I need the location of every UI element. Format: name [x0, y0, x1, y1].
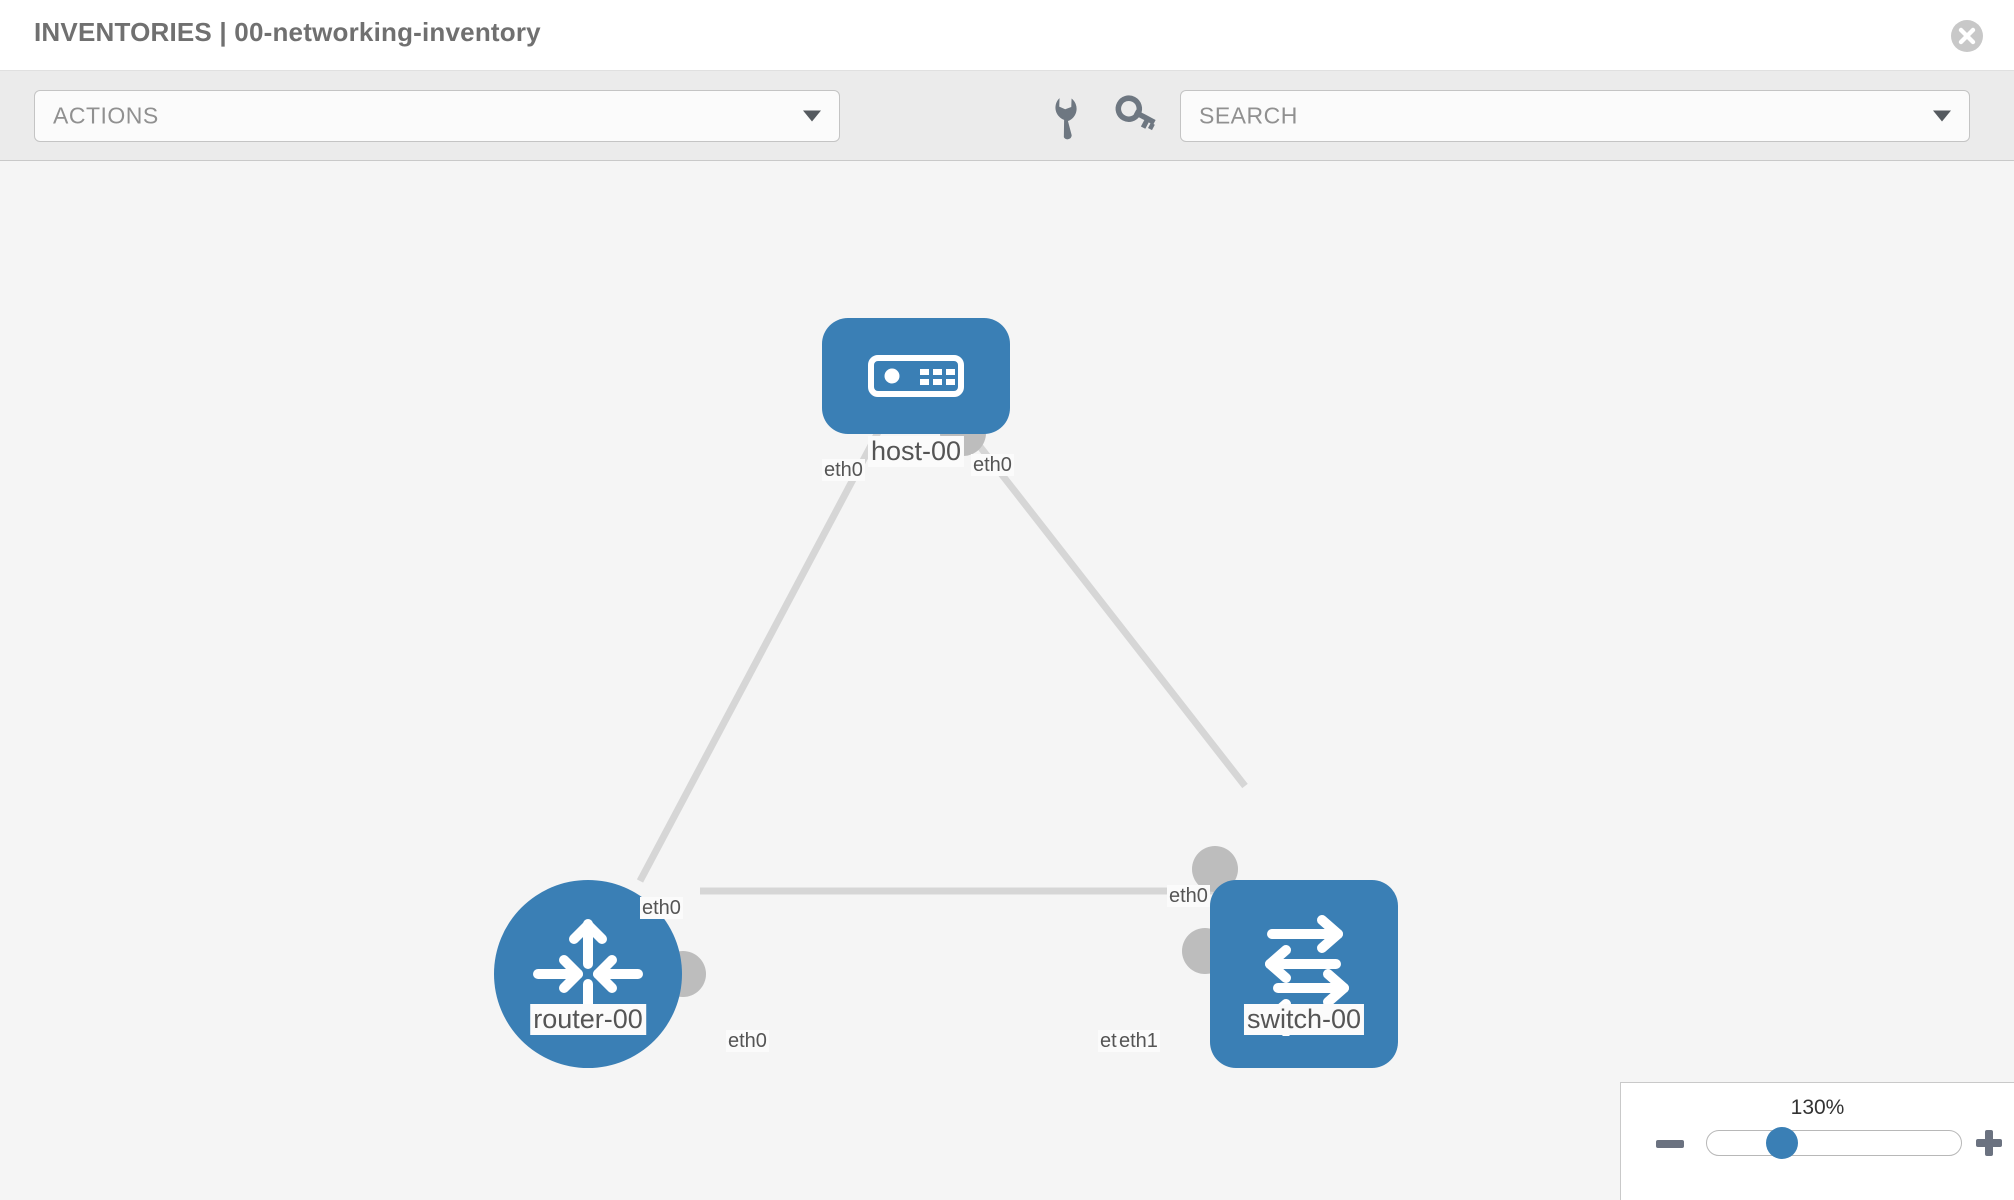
- key-icon[interactable]: [1108, 90, 1160, 142]
- wrench-icon[interactable]: [1040, 90, 1092, 142]
- search-input[interactable]: SEARCH: [1180, 90, 1970, 142]
- zoom-in-button[interactable]: [1976, 1130, 2002, 1156]
- host-node-shape: [822, 318, 1010, 434]
- link-group: [636, 418, 1248, 895]
- search-placeholder: SEARCH: [1199, 102, 1298, 129]
- zoom-out-button[interactable]: [1656, 1140, 1684, 1148]
- page-header: INVENTORIES | 00-networking-inventory: [0, 0, 2014, 71]
- server-icon: [868, 355, 964, 397]
- zoom-control-panel: 130%: [1620, 1082, 2014, 1200]
- switch-node-shape: [1210, 880, 1398, 1068]
- zoom-level-label: 130%: [1790, 1096, 1845, 1119]
- iface-label-switch-to-host: eth0: [1167, 885, 1210, 907]
- zoom-slider-thumb[interactable]: [1766, 1127, 1798, 1159]
- node-host-00[interactable]: host-00: [822, 318, 1010, 467]
- key-glyph: [1115, 95, 1156, 131]
- iface-label-router-to-switch: eth0: [726, 1030, 769, 1052]
- actions-dropdown[interactable]: ACTIONS: [34, 90, 840, 142]
- wrench-glyph: [1055, 98, 1077, 140]
- toolbar: ACTIONS SEARCH: [0, 71, 2014, 161]
- close-circle-icon: [1951, 20, 1983, 52]
- chevron-down-icon: [1933, 110, 1951, 122]
- chevron-down-icon: [803, 110, 821, 122]
- iface-label-router-to-host: eth0: [640, 897, 683, 919]
- node-router-00[interactable]: router-00: [494, 880, 706, 1068]
- page-title: INVENTORIES | 00-networking-inventory: [34, 17, 541, 47]
- topology-canvas[interactable]: host-00 eth0 eth0: [0, 161, 2014, 1200]
- iface-label-host-left: eth0: [822, 459, 865, 481]
- close-icon[interactable]: [1950, 19, 1984, 53]
- node-switch-00[interactable]: switch-00: [1182, 846, 1398, 1068]
- link-host-router[interactable]: [636, 419, 888, 883]
- link-host-switch[interactable]: [957, 418, 1248, 789]
- zoom-slider[interactable]: [1706, 1130, 1962, 1156]
- iface-label-switch-port-b: eth1: [1117, 1030, 1160, 1052]
- node-label-host-00: host-00: [867, 436, 965, 467]
- iface-label-host-right: eth0: [971, 454, 1014, 476]
- node-label-router-00: router-00: [530, 1004, 646, 1035]
- topology-links: [636, 418, 1248, 895]
- actions-dropdown-label: ACTIONS: [53, 102, 159, 129]
- router-node-shape: [494, 880, 682, 1068]
- node-label-switch-00: switch-00: [1243, 1004, 1365, 1035]
